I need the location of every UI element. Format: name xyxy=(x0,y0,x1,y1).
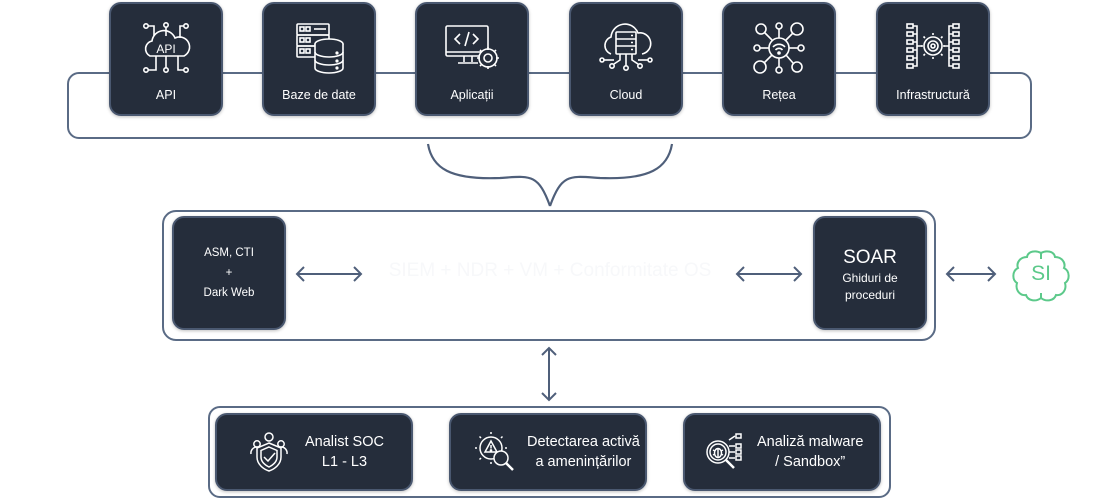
source-label: Baze de date xyxy=(282,88,356,102)
soar-card[interactable]: SOAR Ghiduri de proceduri xyxy=(813,216,927,330)
playbooks-label-line1: Ghiduri de xyxy=(842,271,898,285)
source-card-applications[interactable]: Aplicații xyxy=(415,2,529,116)
vertical-double-arrow-icon xyxy=(541,346,557,402)
double-arrow-left-icon xyxy=(295,266,363,282)
service-card-malware-analysis[interactable]: Analiză malware / Sandbox” xyxy=(683,413,881,491)
asm-cti-darkweb-card[interactable]: ASM, CTI + Dark Web xyxy=(172,216,286,330)
sources-frame xyxy=(67,72,1032,139)
soc-analyst-shield-icon xyxy=(250,432,288,472)
service-subtitle: / Sandbox” xyxy=(775,454,846,470)
monitor-code-gear-icon xyxy=(445,25,499,69)
service-subtitle: a amenințărilor xyxy=(535,454,632,470)
playbooks-label-line2: proceduri xyxy=(844,288,896,302)
service-title: Detectarea activă xyxy=(527,434,640,450)
ai-badge-label: SI xyxy=(1031,262,1051,285)
service-title: Analist SOC xyxy=(305,434,384,450)
source-label: Aplicații xyxy=(450,88,494,102)
source-card-network[interactable]: Rețea xyxy=(722,2,836,116)
core-platform-frame xyxy=(162,210,936,341)
service-card-soc-analyst[interactable]: Analist SOC L1 - L3 xyxy=(215,413,413,491)
source-label: Infrastructură xyxy=(896,88,970,102)
asm-cti-label: ASM, CTI xyxy=(204,247,254,259)
source-label: Rețea xyxy=(762,88,796,102)
double-arrow-right-icon xyxy=(735,266,803,282)
soar-title: SOAR xyxy=(843,247,897,268)
plus-label: + xyxy=(225,267,233,279)
curly-brace-connector xyxy=(426,143,674,207)
svg-text:API: API xyxy=(156,42,175,56)
infrastructure-gear-icon xyxy=(906,23,960,69)
source-card-cloud[interactable]: Cloud xyxy=(569,2,683,116)
service-subtitle: L1 - L3 xyxy=(321,454,368,470)
network-wifi-icon xyxy=(753,22,805,74)
double-arrow-ai-icon xyxy=(945,266,997,282)
source-card-infrastructure[interactable]: Infrastructură xyxy=(876,2,990,116)
malware-analysis-icon xyxy=(706,433,742,469)
brain-icon xyxy=(1012,250,1070,302)
service-title: Analiză malware xyxy=(757,434,864,450)
dark-web-label: Dark Web xyxy=(203,287,255,299)
source-card-api[interactable]: API API xyxy=(109,2,223,116)
source-label: API xyxy=(155,88,177,102)
threat-detection-icon xyxy=(475,432,514,471)
services-frame xyxy=(208,406,891,498)
ai-brain-badge: SI xyxy=(1008,248,1074,304)
source-label: Cloud xyxy=(609,88,643,102)
cloud-server-icon xyxy=(599,23,653,71)
siem-ndr-vm-compliance-label: SIEM + NDR + VM + Conformitate OS xyxy=(388,260,712,281)
source-card-databases[interactable]: Baze de date xyxy=(262,2,376,116)
service-card-threat-hunting[interactable]: Detectarea activă a amenințărilor xyxy=(449,413,647,491)
api-cloud-icon: API xyxy=(143,21,191,73)
database-server-icon xyxy=(296,23,344,74)
